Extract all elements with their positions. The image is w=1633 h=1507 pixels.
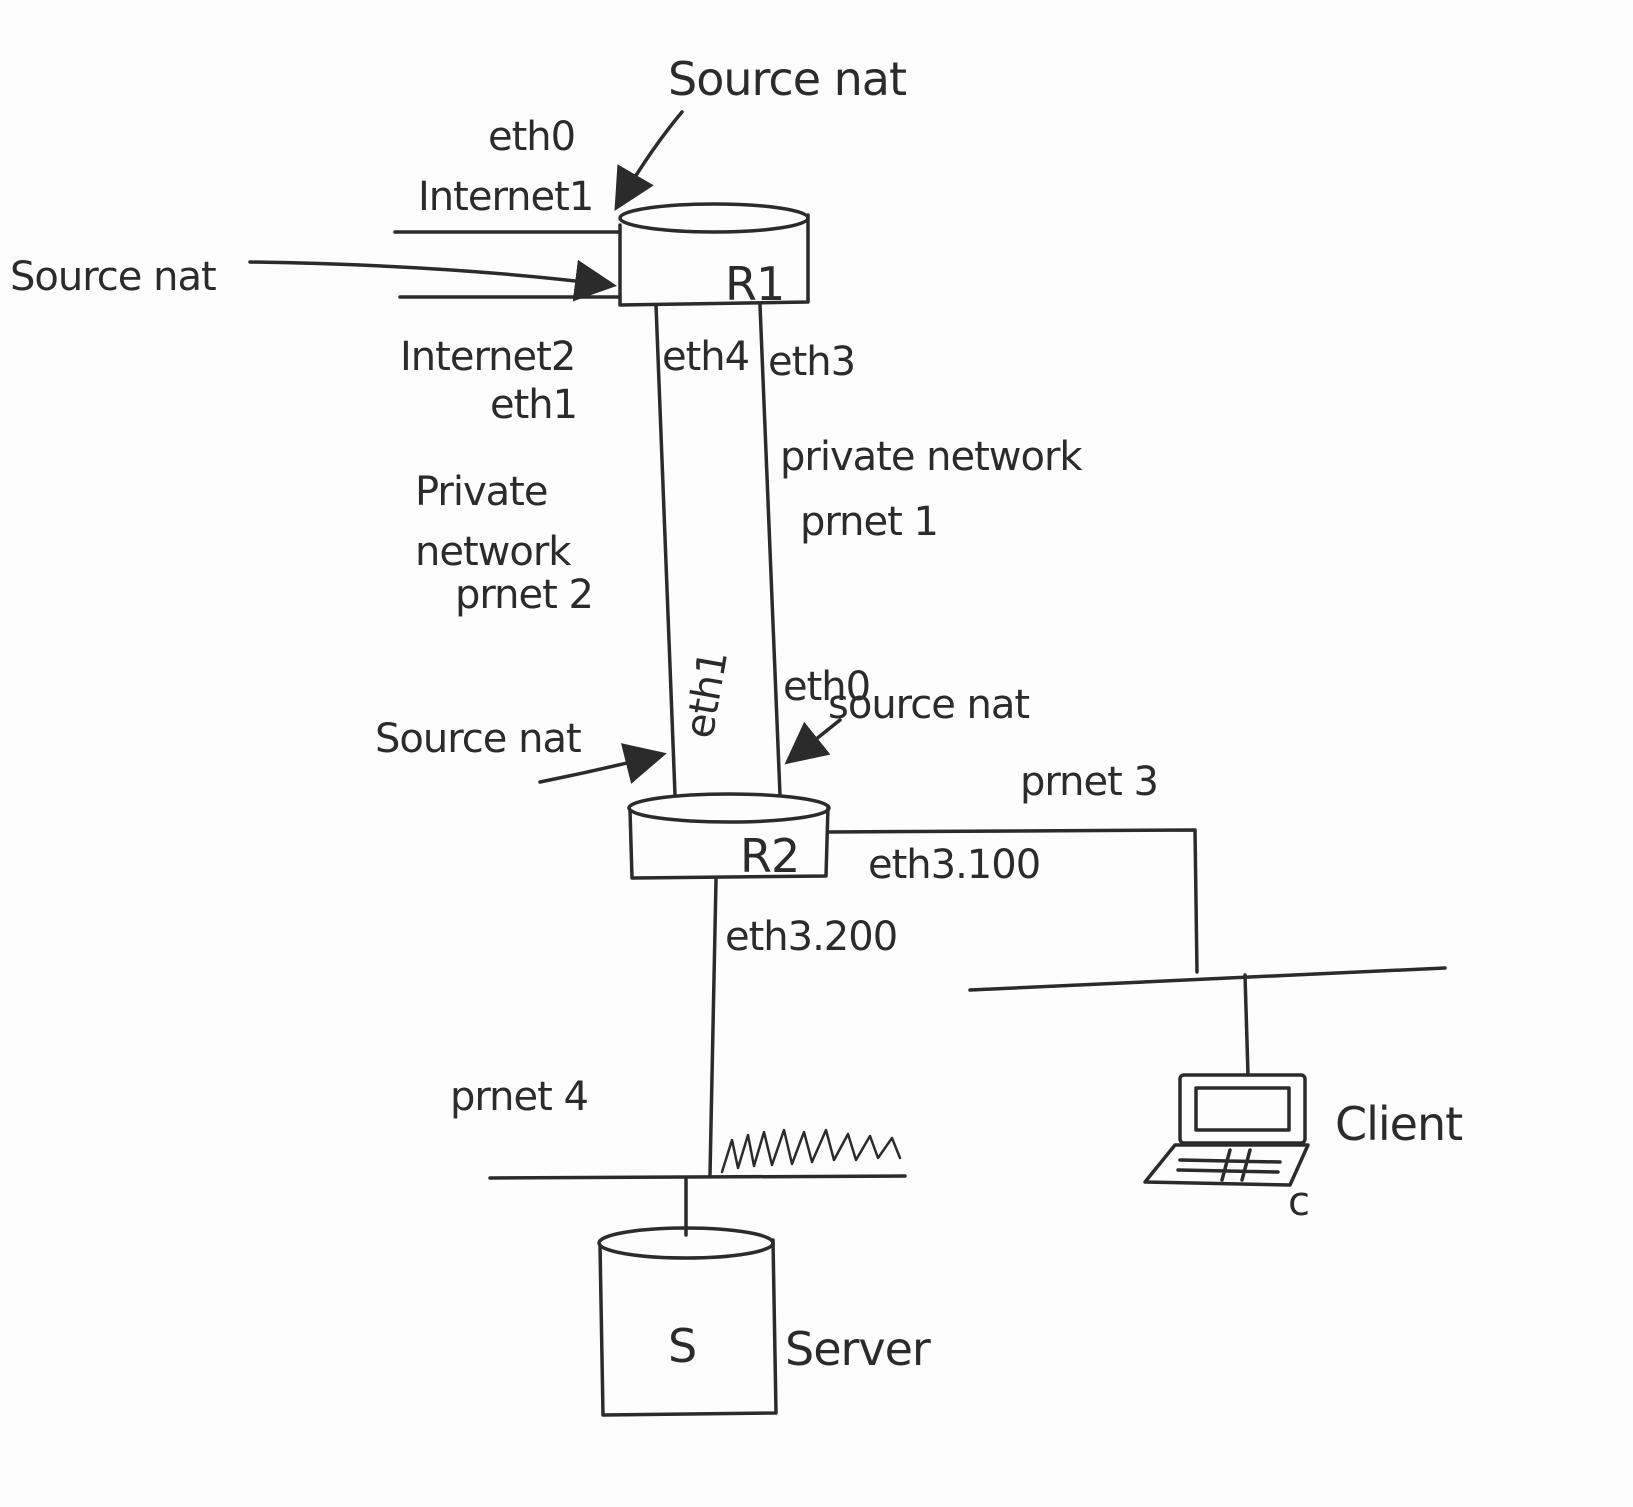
source-nat-arrow-top bbox=[614, 110, 684, 212]
source-nat-r2-left-label: Source nat bbox=[375, 716, 581, 762]
eth1-r2-label: eth1 bbox=[677, 648, 737, 742]
eth1-left-label: eth1 bbox=[490, 382, 577, 428]
private-network-1-label: private network bbox=[780, 434, 1083, 480]
eth3-200-label: eth3.200 bbox=[725, 914, 897, 960]
prnet4-label: prnet 4 bbox=[450, 1074, 588, 1120]
server-lan-bus bbox=[488, 1174, 907, 1180]
r1-label: R1 bbox=[725, 257, 784, 311]
prnet2-label: prnet 2 bbox=[455, 572, 593, 618]
source-nat-top-label: Source nat bbox=[668, 52, 906, 106]
client-tag-label: c bbox=[1288, 1179, 1309, 1225]
source-nat-r2-right-label: source nat bbox=[828, 682, 1029, 728]
internet1-label: Internet1 bbox=[418, 174, 593, 220]
prnet3-link bbox=[826, 828, 1199, 974]
private-left-label: Private bbox=[415, 469, 547, 515]
r2-label: R2 bbox=[740, 829, 799, 883]
prnet1-link bbox=[758, 303, 782, 797]
internet2-label: Internet2 bbox=[400, 334, 575, 380]
client-lan-bus bbox=[968, 966, 1447, 992]
server-s-label: S bbox=[668, 1319, 696, 1373]
router-r1: R1 bbox=[618, 202, 810, 311]
prnet2-link bbox=[654, 303, 677, 797]
eth4-label: eth4 bbox=[662, 334, 749, 380]
source-nat-arrow-left bbox=[248, 259, 617, 302]
prnet3-label: prnet 3 bbox=[1020, 759, 1158, 805]
eth0-r2-label: eth0 bbox=[783, 664, 870, 710]
scribbled-out-text bbox=[720, 1128, 902, 1174]
client-laptop-icon bbox=[1143, 1073, 1310, 1187]
source-nat-left-label: Source nat bbox=[10, 254, 216, 300]
eth0-top-label: eth0 bbox=[488, 114, 575, 160]
client-label: Client bbox=[1335, 1097, 1462, 1151]
server-cylinder-icon: S bbox=[597, 1226, 778, 1417]
server-label: Server bbox=[785, 1322, 931, 1376]
source-nat-r2-right-arrow bbox=[784, 718, 842, 765]
eth3-100-label: eth3.100 bbox=[868, 842, 1040, 888]
network-left-label: network bbox=[415, 529, 572, 575]
eth3-label: eth3 bbox=[768, 339, 855, 385]
source-nat-r2-left-arrow bbox=[538, 743, 667, 784]
client-drop-link bbox=[1243, 973, 1250, 1077]
prnet4-link bbox=[708, 878, 718, 1177]
prnet1-label: prnet 1 bbox=[800, 499, 938, 545]
router-r2: R2 bbox=[627, 792, 831, 883]
